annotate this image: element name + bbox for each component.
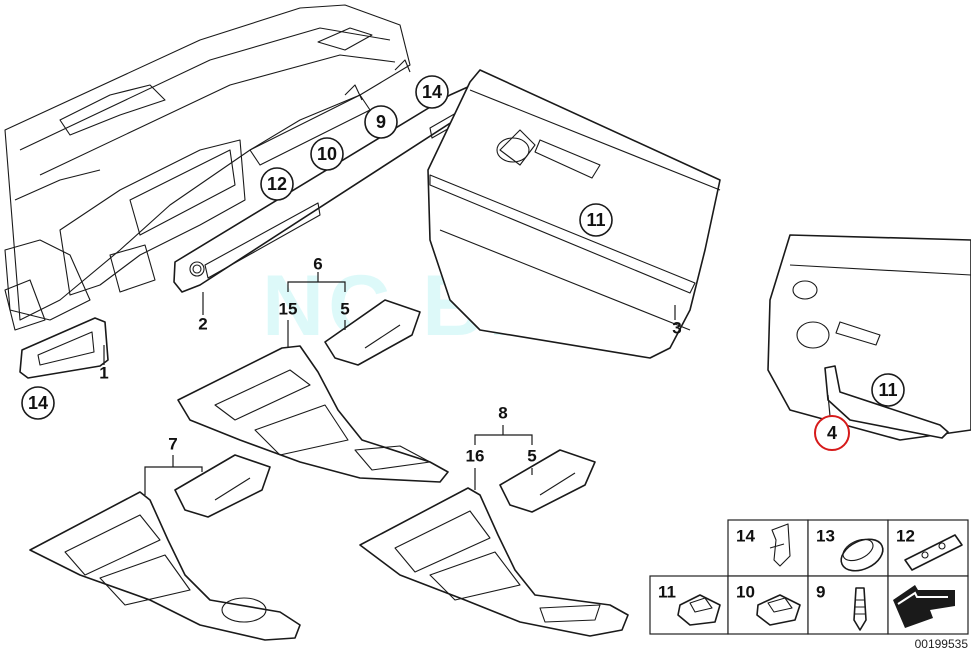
parts-legend: 14 13 12 11 10 9 bbox=[649, 519, 969, 635]
document-number: 00199535 bbox=[915, 637, 969, 651]
center-console-6 bbox=[177, 345, 449, 483]
svg-text:4: 4 bbox=[827, 423, 837, 443]
legend-cell-13: 13 bbox=[816, 527, 884, 572]
callout-10: 10 bbox=[310, 137, 344, 171]
cover-part-7 bbox=[174, 454, 271, 518]
label-6: 6 bbox=[313, 255, 322, 274]
svg-text:9: 9 bbox=[816, 583, 825, 602]
svg-text:11: 11 bbox=[586, 210, 605, 230]
svg-text:14: 14 bbox=[736, 527, 755, 546]
callout-14-left: 14 bbox=[21, 386, 55, 420]
label-7: 7 bbox=[168, 435, 177, 454]
svg-text:11: 11 bbox=[658, 583, 676, 602]
callout-14-top: 14 bbox=[415, 75, 449, 109]
callout-11-front-door: 11 bbox=[579, 203, 613, 237]
label-5-lower: 5 bbox=[527, 447, 536, 466]
small-trim-piece bbox=[19, 317, 109, 379]
svg-text:11: 11 bbox=[878, 380, 897, 400]
label-2: 2 bbox=[198, 315, 207, 334]
svg-text:13: 13 bbox=[816, 527, 835, 546]
svg-text:12: 12 bbox=[896, 527, 915, 546]
cover-part-5-upper bbox=[324, 299, 421, 366]
svg-text:12: 12 bbox=[267, 174, 287, 194]
callout-12: 12 bbox=[260, 167, 294, 201]
front-door-panel bbox=[427, 69, 721, 359]
svg-text:9: 9 bbox=[376, 112, 386, 132]
rear-door-panel bbox=[767, 234, 971, 441]
cover-part-5-lower bbox=[499, 449, 596, 513]
svg-text:10: 10 bbox=[317, 144, 337, 164]
label-5-upper: 5 bbox=[340, 300, 349, 319]
callout-11-rear-door: 11 bbox=[871, 373, 905, 407]
svg-text:14: 14 bbox=[28, 393, 48, 413]
label-15: 15 bbox=[279, 300, 298, 319]
leader-lines bbox=[103, 272, 831, 495]
legend-arrow-icon bbox=[893, 585, 955, 628]
callout-4-highlighted: 4 bbox=[814, 415, 850, 451]
legend-cell-11: 11 bbox=[658, 583, 721, 626]
label-3: 3 bbox=[672, 319, 681, 338]
svg-text:14: 14 bbox=[422, 82, 442, 102]
label-1: 1 bbox=[99, 364, 108, 383]
svg-text:10: 10 bbox=[736, 583, 755, 602]
callout-9: 9 bbox=[364, 105, 398, 139]
legend-cell-14: 14 bbox=[736, 523, 791, 567]
label-8: 8 bbox=[498, 404, 507, 423]
center-console-8 bbox=[359, 487, 629, 637]
legend-cell-10: 10 bbox=[736, 583, 801, 626]
legend-cell-12: 12 bbox=[896, 527, 963, 571]
center-console-7 bbox=[29, 491, 301, 641]
legend-cell-9: 9 bbox=[816, 583, 867, 631]
label-16: 16 bbox=[466, 447, 485, 466]
